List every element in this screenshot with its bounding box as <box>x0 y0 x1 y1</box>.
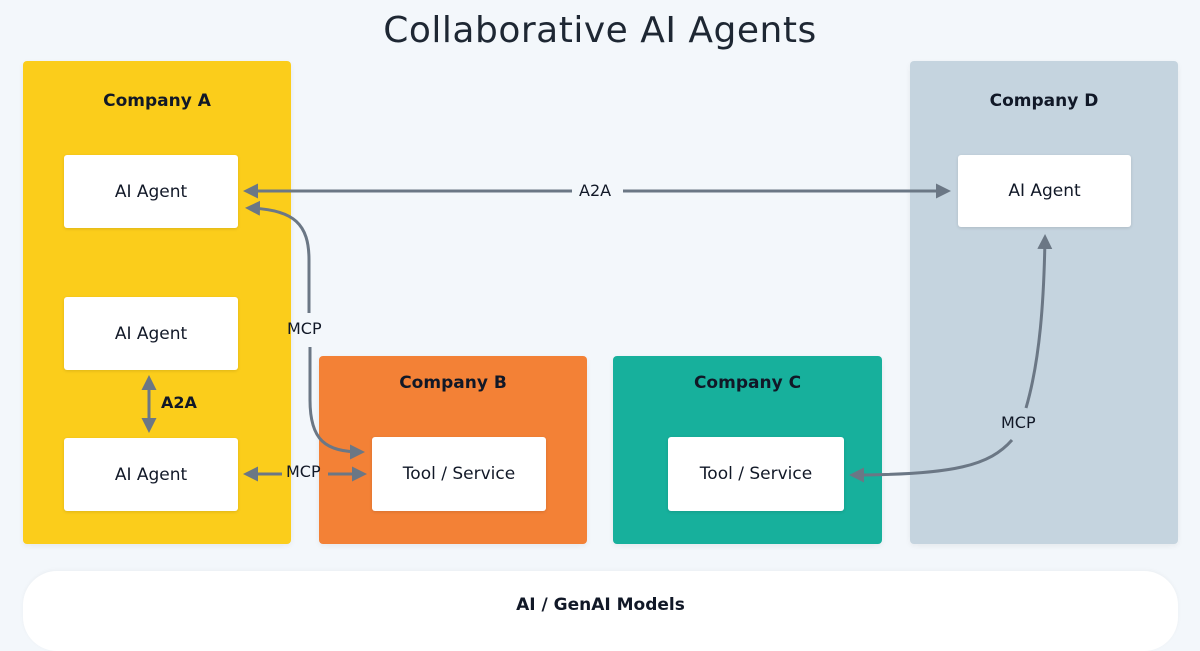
edge-label-a2a-a2-a3: A2A <box>161 393 197 412</box>
company-a-agent-3: AI Agent <box>64 438 238 511</box>
edge-label-mcp-a3-b: MCP <box>286 462 321 481</box>
company-d-container: Company D <box>910 61 1178 544</box>
company-a-label: Company A <box>103 91 211 111</box>
models-layer-label: AI / GenAI Models <box>516 595 685 615</box>
company-a-agent-1: AI Agent <box>64 155 238 228</box>
company-a-agent-2: AI Agent <box>64 297 238 370</box>
company-b-tool-service: Tool / Service <box>372 437 546 511</box>
company-b-label: Company B <box>399 373 507 393</box>
company-d-agent: AI Agent <box>958 155 1131 227</box>
company-c-tool-service: Tool / Service <box>668 437 844 511</box>
company-c-label: Company C <box>693 373 802 393</box>
diagram-title: Collaborative AI Agents <box>383 10 817 51</box>
edge-label-mcp-a1-b: MCP <box>287 319 322 338</box>
edge-label-a2a-top: A2A <box>579 181 612 200</box>
company-d-label: Company D <box>989 91 1099 111</box>
models-layer-bar: AI / GenAI Models <box>23 571 1178 651</box>
edge-label-mcp-c-d: MCP <box>1001 413 1036 432</box>
